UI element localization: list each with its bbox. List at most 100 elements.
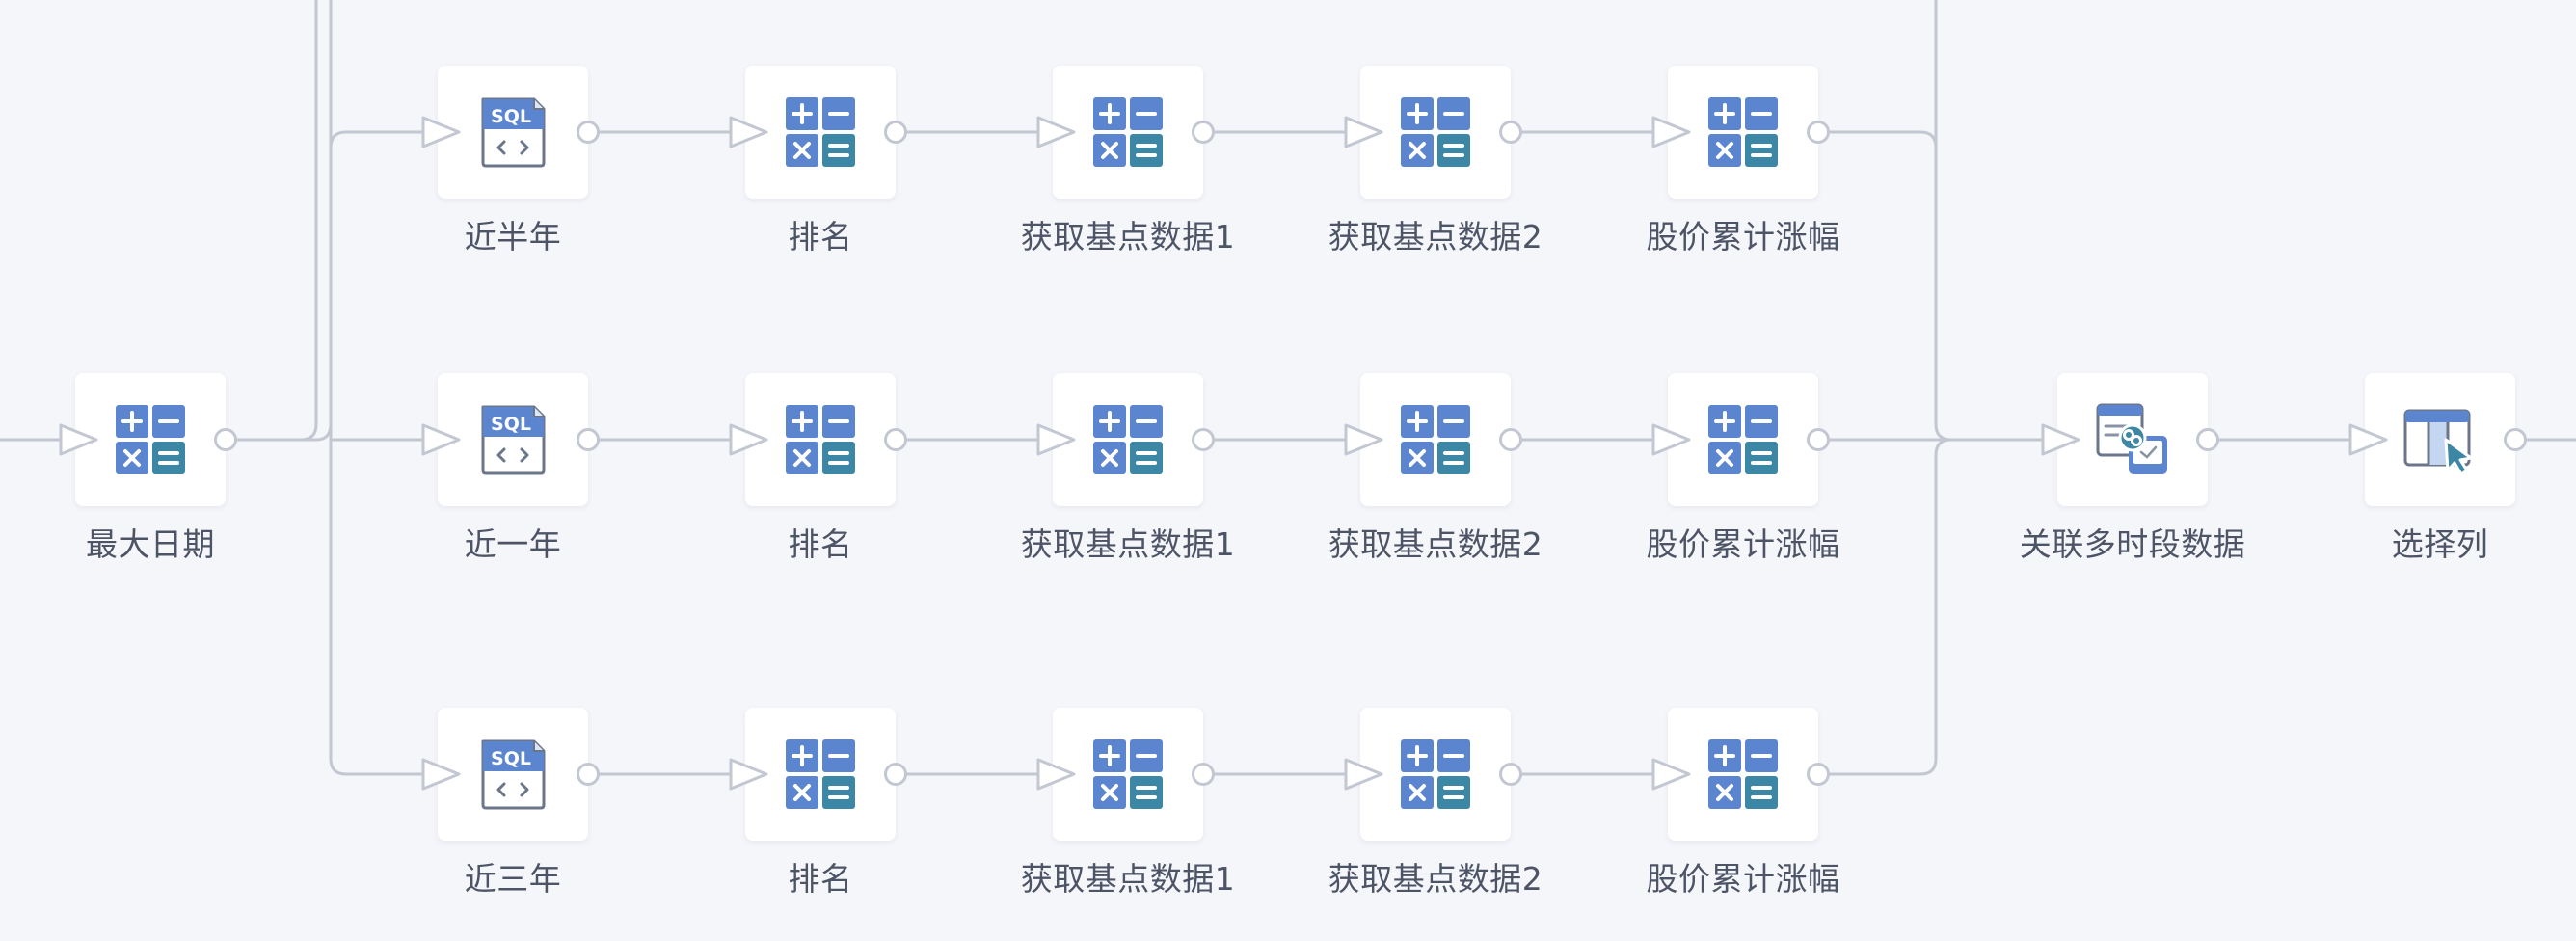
node-label: 选择列 <box>2391 525 2489 563</box>
output-port-cum-3[interactable] <box>1807 763 1830 786</box>
output-port-base-2b[interactable] <box>1499 428 1522 451</box>
output-port-base-2a[interactable] <box>1192 428 1215 451</box>
calculator-icon <box>782 94 859 171</box>
node-three-year[interactable]: SQL <box>438 708 588 841</box>
input-port-base-1a[interactable] <box>1035 115 1078 149</box>
svg-text:SQL: SQL <box>491 106 531 127</box>
wire-branch-up-1 <box>234 0 318 442</box>
input-port-cum-1[interactable] <box>1650 115 1693 149</box>
node-base-3b[interactable] <box>1360 708 1511 841</box>
node-rank-1[interactable] <box>745 66 896 199</box>
node-rank-3[interactable] <box>745 708 896 841</box>
node-cum-1[interactable] <box>1668 66 1818 199</box>
node-label: 获取基点数据1 <box>1020 525 1236 563</box>
output-port-one-year[interactable] <box>577 428 600 451</box>
output-port-cum-2[interactable] <box>1807 428 1830 451</box>
node-label: 排名 <box>788 525 853 563</box>
output-port-base-3b[interactable] <box>1499 763 1522 786</box>
calculator-icon <box>1089 401 1167 478</box>
node-select-cols[interactable] <box>2365 373 2515 506</box>
join-data-icon <box>2094 401 2171 478</box>
node-label: 近半年 <box>464 218 562 255</box>
calculator-icon <box>112 401 189 478</box>
node-label: 股价累计涨幅 <box>1646 860 1840 898</box>
node-label: 获取基点数据2 <box>1328 860 1543 898</box>
output-port-base-3a[interactable] <box>1192 763 1215 786</box>
node-label: 获取基点数据2 <box>1328 525 1543 563</box>
calculator-icon <box>1397 94 1474 171</box>
node-join-multi[interactable] <box>2057 373 2208 506</box>
input-port-rank-2[interactable] <box>728 422 770 457</box>
node-label: 排名 <box>788 860 853 898</box>
output-port-rank-1[interactable] <box>884 121 907 144</box>
calculator-icon <box>782 736 859 813</box>
wire-merge-top <box>1934 0 2044 442</box>
node-base-2b[interactable] <box>1360 373 1511 506</box>
node-label: 获取基点数据1 <box>1020 218 1236 255</box>
wire-branch-half-year <box>329 130 424 442</box>
wire-branch-three-year <box>329 438 424 776</box>
output-port-cum-1[interactable] <box>1807 121 1830 144</box>
node-label: 近三年 <box>464 860 562 898</box>
node-cum-2[interactable] <box>1668 373 1818 506</box>
calculator-icon <box>1397 401 1474 478</box>
input-port-base-3b[interactable] <box>1343 757 1385 792</box>
node-base-2a[interactable] <box>1053 373 1203 506</box>
output-port-select-cols[interactable] <box>2504 428 2527 451</box>
output-port-base-1b[interactable] <box>1499 121 1522 144</box>
input-port-base-2b[interactable] <box>1343 422 1385 457</box>
node-max-date[interactable] <box>75 373 226 506</box>
calculator-icon <box>1704 94 1782 171</box>
node-label: 股价累计涨幅 <box>1646 218 1840 255</box>
input-port-max-date[interactable] <box>58 422 100 457</box>
output-port-base-1a[interactable] <box>1192 121 1215 144</box>
wire-merge-row3 <box>1828 438 1953 776</box>
input-port-join-multi[interactable] <box>2040 422 2082 457</box>
node-base-1a[interactable] <box>1053 66 1203 199</box>
input-port-base-1b[interactable] <box>1343 115 1385 149</box>
input-port-half-year[interactable] <box>420 115 463 149</box>
calculator-icon <box>1089 736 1167 813</box>
node-label: 获取基点数据2 <box>1328 218 1543 255</box>
calculator-icon <box>1704 401 1782 478</box>
input-port-rank-3[interactable] <box>728 757 770 792</box>
node-base-3a[interactable] <box>1053 708 1203 841</box>
input-port-base-3a[interactable] <box>1035 757 1078 792</box>
output-port-rank-2[interactable] <box>884 428 907 451</box>
wire-merge-row1 <box>1828 130 1938 426</box>
output-port-three-year[interactable] <box>577 763 600 786</box>
node-rank-2[interactable] <box>745 373 896 506</box>
input-port-three-year[interactable] <box>420 757 463 792</box>
calculator-icon <box>1089 94 1167 171</box>
node-base-1b[interactable] <box>1360 66 1511 199</box>
input-port-base-2a[interactable] <box>1035 422 1078 457</box>
sql-icon: SQL <box>474 401 551 478</box>
input-port-cum-3[interactable] <box>1650 757 1693 792</box>
sql-icon: SQL <box>474 94 551 171</box>
node-cum-3[interactable] <box>1668 708 1818 841</box>
node-half-year[interactable]: SQL <box>438 66 588 199</box>
output-port-join-multi[interactable] <box>2196 428 2219 451</box>
node-label: 获取基点数据1 <box>1020 860 1236 898</box>
output-port-half-year[interactable] <box>577 121 600 144</box>
node-one-year[interactable]: SQL <box>438 373 588 506</box>
input-port-one-year[interactable] <box>420 422 463 457</box>
svg-text:SQL: SQL <box>491 748 531 769</box>
node-label: 关联多时段数据 <box>2019 525 2246 563</box>
output-port-max-date[interactable] <box>214 428 237 451</box>
output-port-rank-3[interactable] <box>884 763 907 786</box>
input-port-cum-2[interactable] <box>1650 422 1693 457</box>
sql-icon: SQL <box>474 736 551 813</box>
input-port-select-cols[interactable] <box>2348 422 2390 457</box>
node-label: 近一年 <box>464 525 562 563</box>
svg-text:SQL: SQL <box>491 414 531 435</box>
calculator-icon <box>1704 736 1782 813</box>
node-label: 排名 <box>788 218 853 255</box>
node-label: 股价累计涨幅 <box>1646 525 1840 563</box>
node-label: 最大日期 <box>86 525 215 563</box>
calculator-icon <box>1397 736 1474 813</box>
input-port-rank-1[interactable] <box>728 115 770 149</box>
calculator-icon <box>782 401 859 478</box>
